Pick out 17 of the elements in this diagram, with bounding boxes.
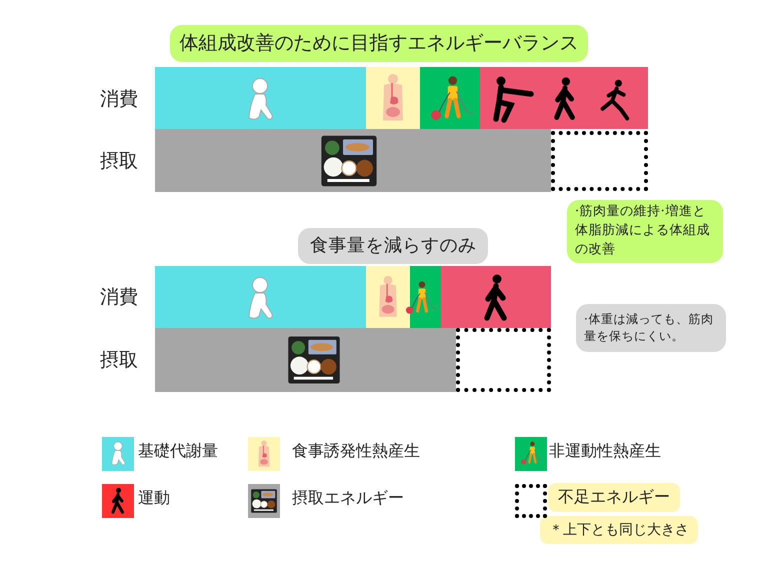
legend-label: 不足エネルギー [548, 483, 680, 512]
row-label: 消費 [100, 87, 138, 112]
row-label: 摂取 [100, 348, 138, 373]
legend-label: 基礎代謝量 [138, 441, 218, 462]
callout-bubble: ·筋肉量の維持·増進と体脂肪減による体組成の改善 [567, 200, 723, 263]
legend-label: 摂取エネルギー [292, 488, 404, 509]
deficit-box [456, 328, 551, 392]
legend-label: 非運動性熱産生 [549, 441, 661, 462]
deficit-box [551, 131, 648, 191]
note-box: ＊上下とも同じ大きさ [540, 516, 698, 544]
callout-bubble: ·体重は減っても、筋肉量を保ちにくい。 [576, 304, 726, 352]
legend-label: 運動 [138, 488, 170, 509]
subtitle-box: 食事量を減らすのみ [298, 228, 488, 264]
row-label: 消費 [100, 285, 138, 310]
legend-label: 食事誘発性熱産生 [292, 441, 420, 462]
title-banner: 体組成改善のために目指すエネルギーバランス [170, 25, 588, 62]
row-label: 摂取 [100, 149, 138, 174]
